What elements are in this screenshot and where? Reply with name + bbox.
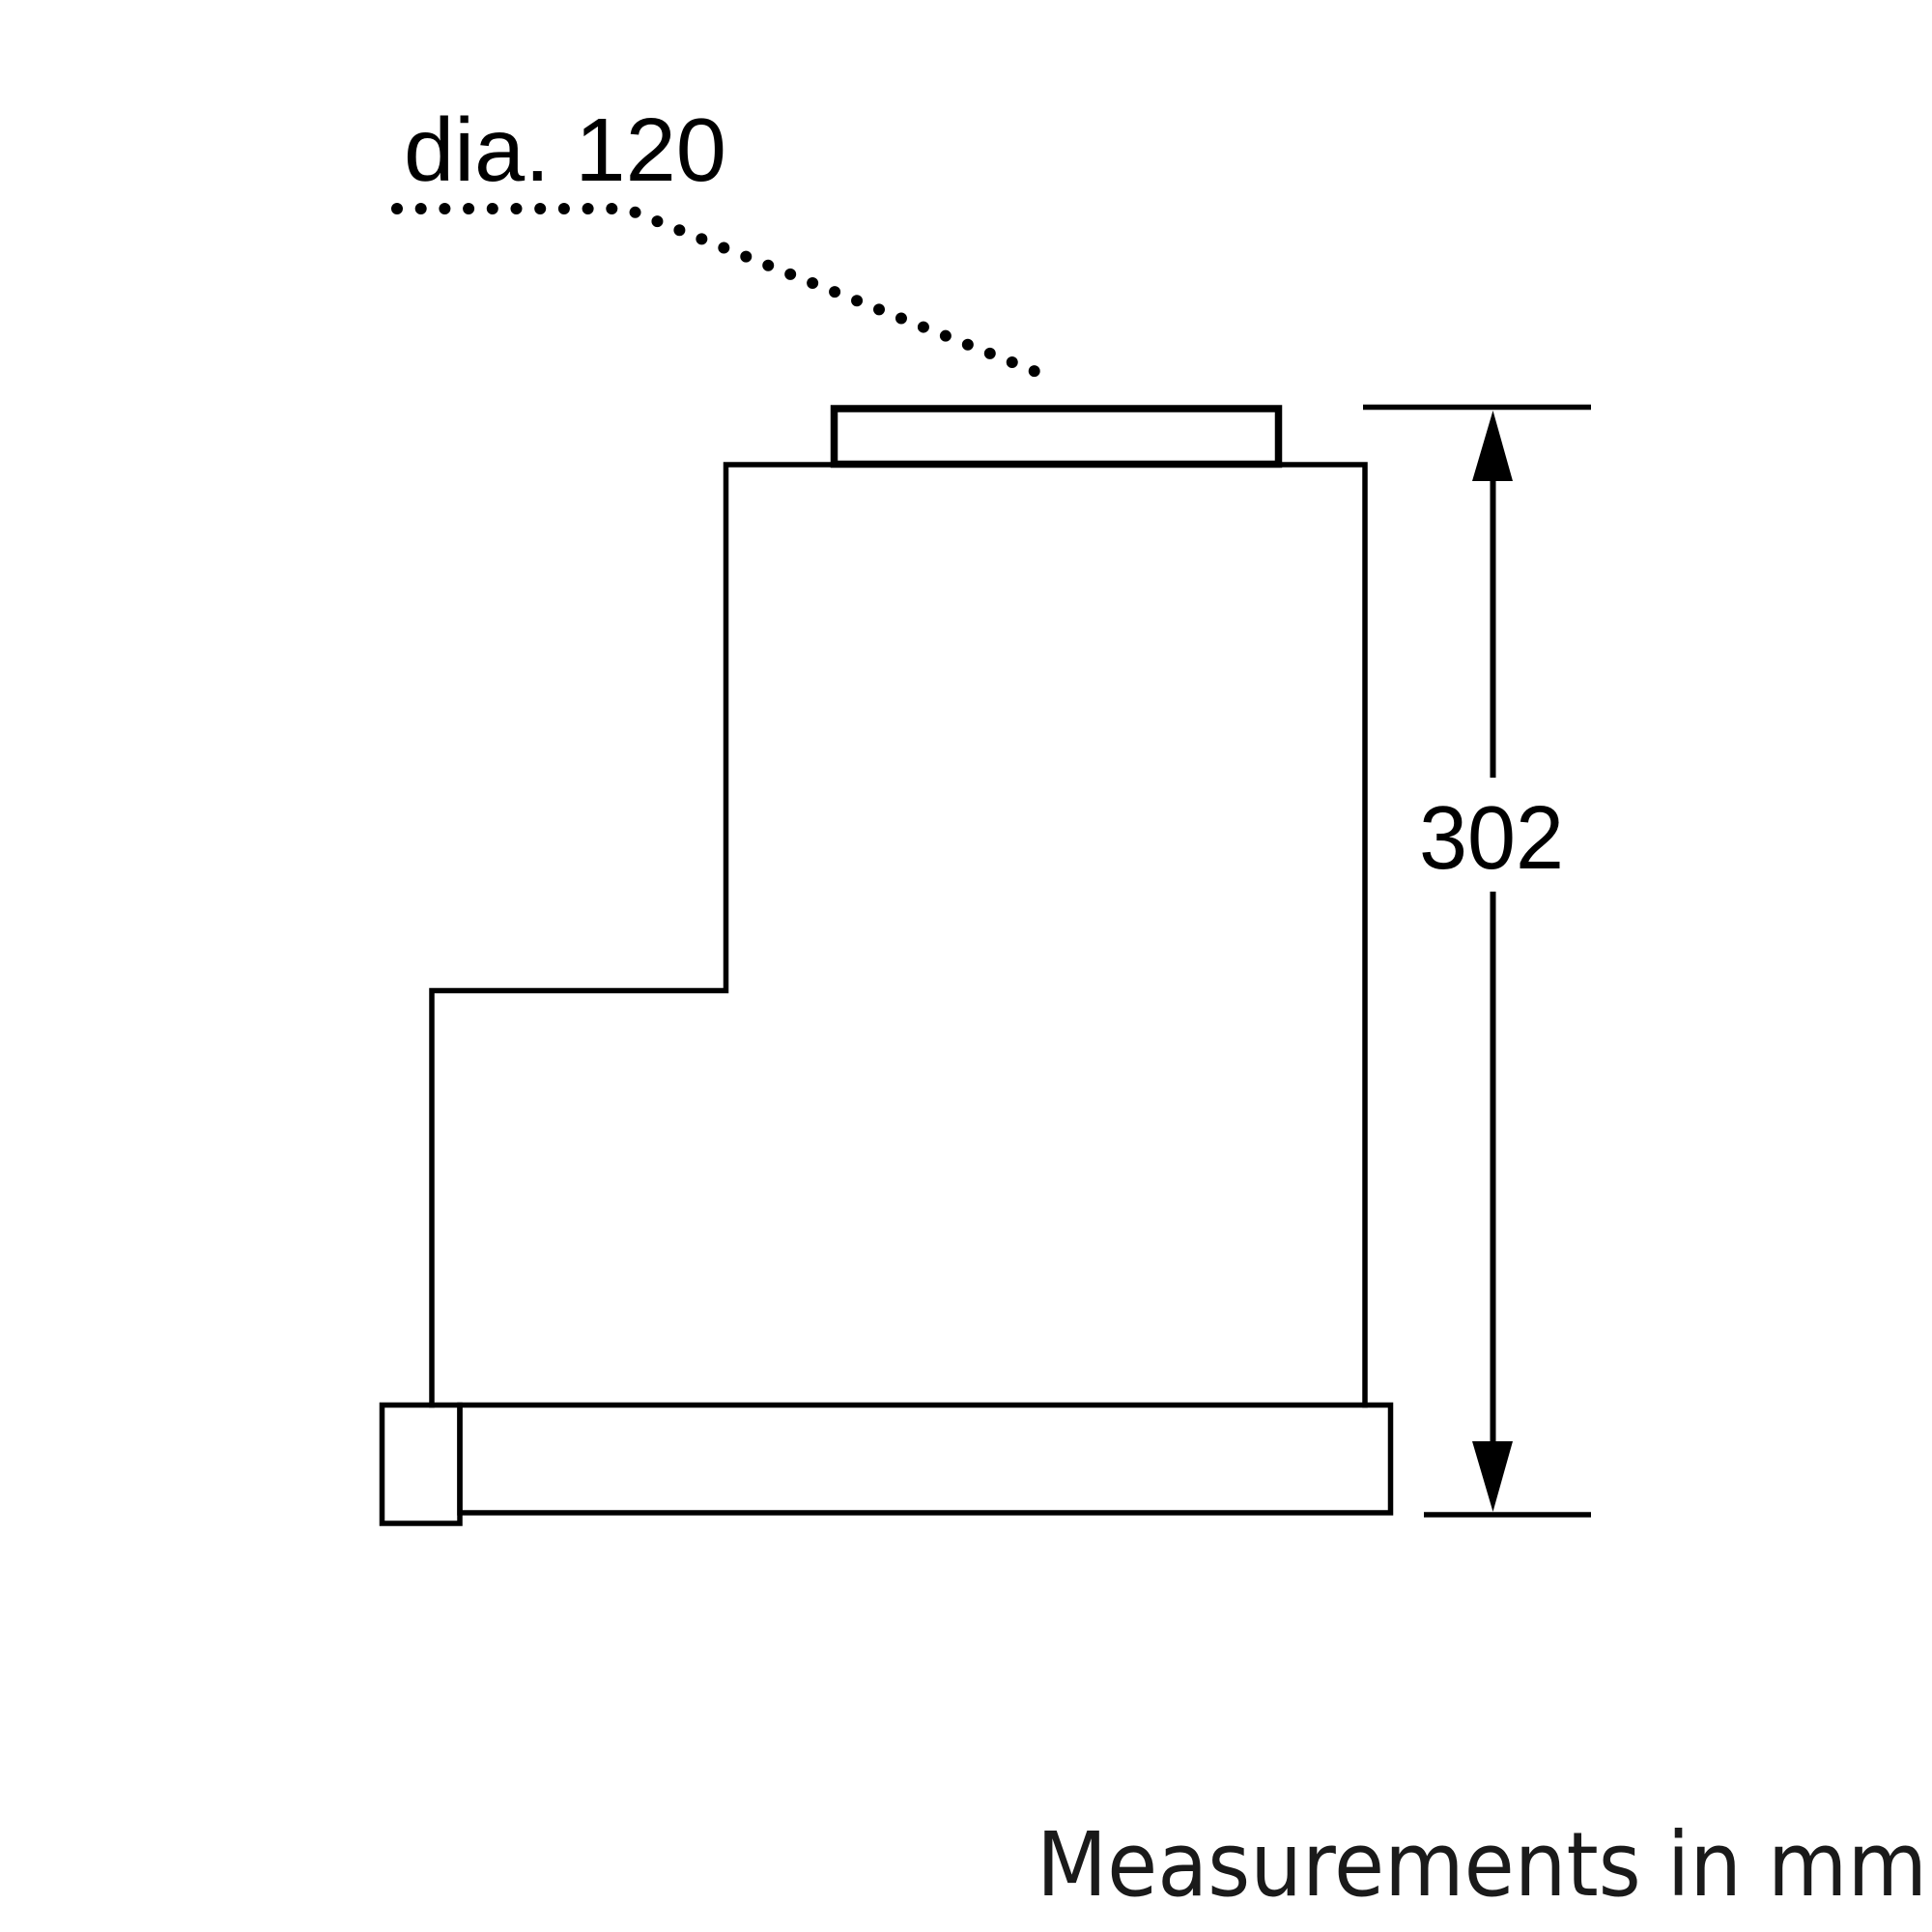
outlet-leader-dotted-line [391,203,1062,385]
outlet-pipe [830,405,1283,469]
units-note: Measurements in mm [1037,1813,1927,1917]
front-handle-block [379,1402,463,1526]
hood-body-outline [429,462,1368,1408]
height-dimension-label: 302 [1419,787,1564,888]
arrow-down-icon [1472,1441,1513,1512]
arrow-up-icon [1472,411,1513,481]
outlet-diameter-label: dia. 120 [404,99,726,200]
base-panel [457,1402,1394,1516]
